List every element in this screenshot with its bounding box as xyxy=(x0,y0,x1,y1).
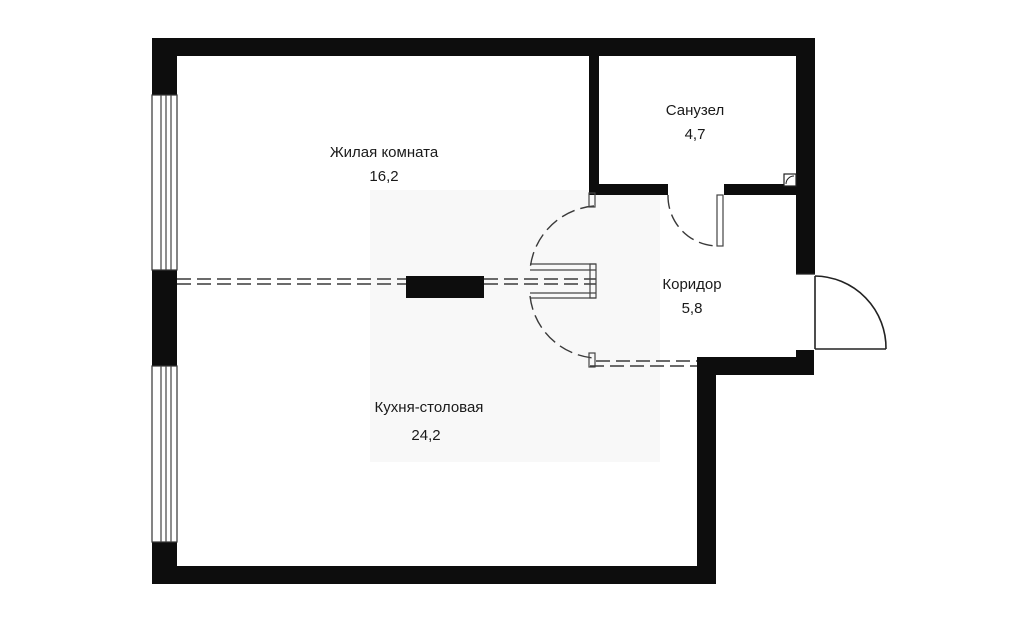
entrance-door xyxy=(796,273,887,350)
window-upper xyxy=(151,94,178,271)
wall-top xyxy=(152,38,815,56)
wall-bathroom-left xyxy=(589,56,599,193)
wall-right-lower xyxy=(697,357,716,584)
living-room-area: 16,2 xyxy=(369,168,398,185)
bathroom-door-leaf xyxy=(716,194,724,247)
living-room-name: Жилая комната xyxy=(330,144,439,161)
wall-right-upper xyxy=(796,38,815,274)
sliding-partition xyxy=(177,263,597,299)
bathroom-name: Санузел xyxy=(666,102,724,119)
window-lower xyxy=(151,365,178,543)
wall-bathroom-bottom-right xyxy=(724,184,796,195)
wall-entrance-jamb xyxy=(796,350,814,375)
background-patch xyxy=(370,190,660,462)
corridor-area: 5,8 xyxy=(682,300,703,317)
wall-bottom xyxy=(152,566,716,584)
kitchen-area: 24,2 xyxy=(411,427,440,444)
wall-left-middle xyxy=(152,270,177,366)
corridor-name: Коридор xyxy=(662,276,721,293)
partition-block xyxy=(406,276,484,298)
door-arc-kitchen xyxy=(529,295,595,359)
wall-left-top xyxy=(152,38,177,95)
kitchen-name: Кухня-столовая xyxy=(375,399,484,416)
door-jamb-upper xyxy=(588,192,596,208)
door-arc-living xyxy=(529,205,595,271)
door-jamb-lower xyxy=(588,352,596,368)
wall-bathroom-bottom-left xyxy=(589,184,668,195)
wall-entrance-step xyxy=(697,357,814,375)
ventilation-shaft xyxy=(783,173,797,187)
bathroom-door-arc xyxy=(667,194,719,247)
bathroom-area: 4,7 xyxy=(685,126,706,143)
